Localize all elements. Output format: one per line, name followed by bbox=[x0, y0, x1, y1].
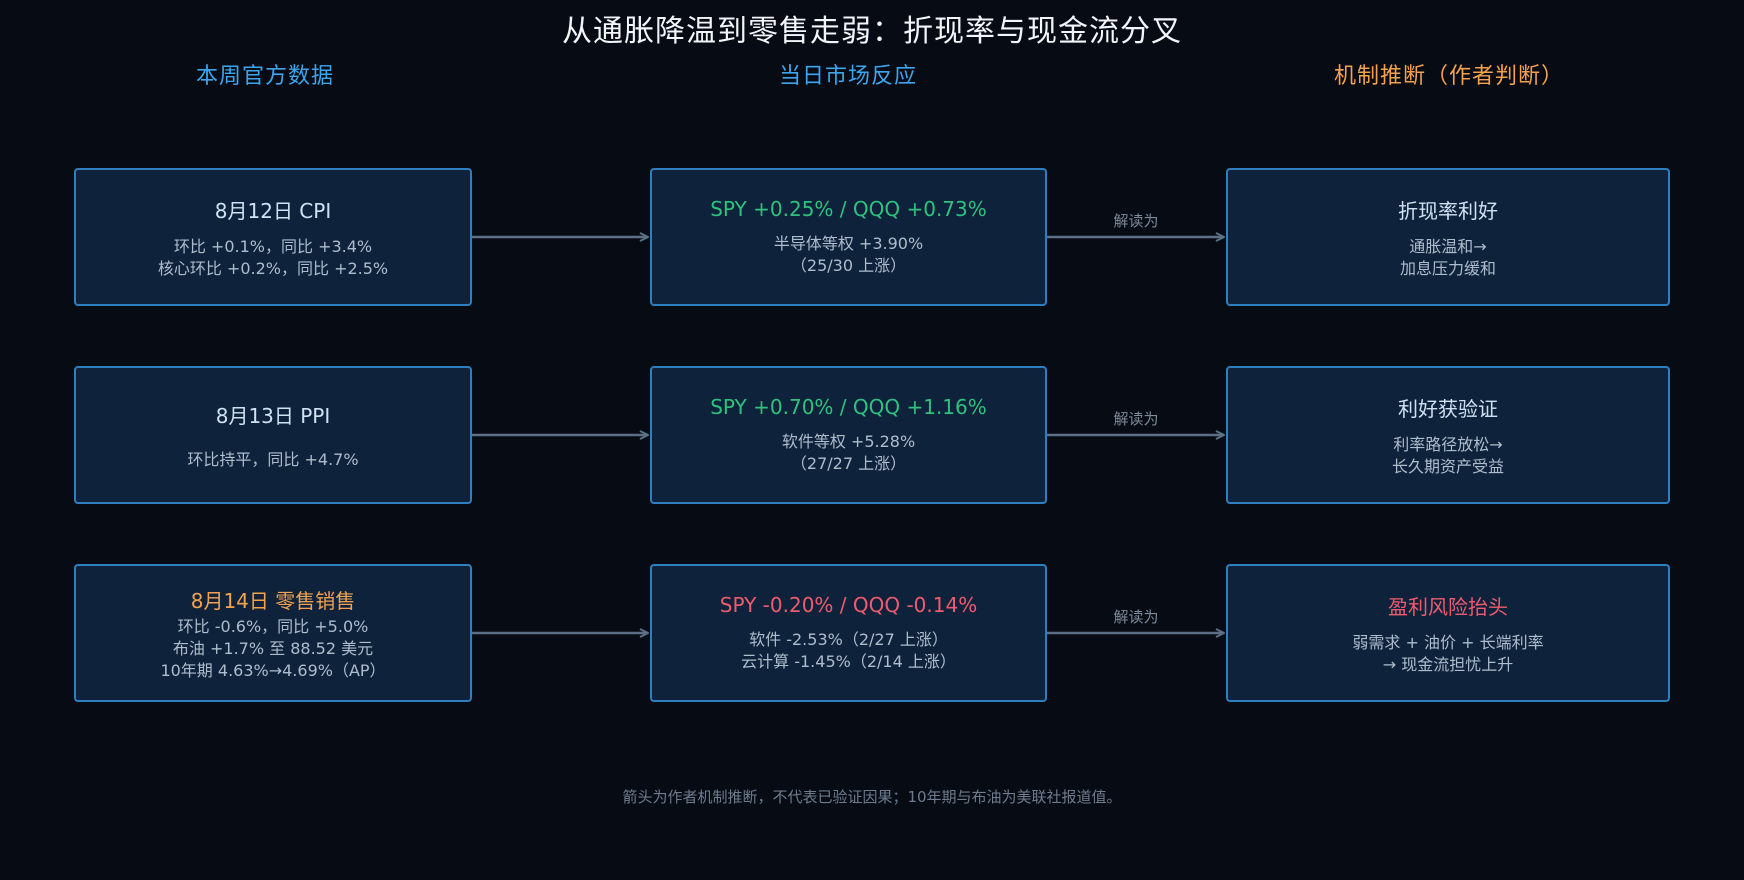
arrow-label: 解读为 bbox=[1113, 608, 1159, 626]
mechanism-box-title: 折现率利好 bbox=[1398, 198, 1498, 223]
market-box-line: （25/30 上涨） bbox=[790, 256, 907, 275]
mechanism-box-title: 盈利风险抬头 bbox=[1388, 594, 1508, 619]
mechanism-box-line: 通胀温和→ bbox=[1409, 236, 1487, 256]
data-box-line: 布油 +1.7% 至 88.52 美元 bbox=[172, 638, 374, 658]
mechanism-box-line: 长久期资产受益 bbox=[1391, 456, 1504, 476]
market-box-line: 云计算 -1.45%（2/14 上涨） bbox=[741, 652, 956, 671]
mechanism-box-line: 弱需求 + 油价 + 长端利率 bbox=[1352, 632, 1544, 652]
column-header-official-data: 本周官方数据 bbox=[195, 64, 334, 89]
mechanism-box-retail-sales: 盈利风险抬头 弱需求 + 油价 + 长端利率 → 现金流担忧上升 bbox=[1226, 564, 1670, 702]
data-box-ppi: 8月13日 PPI 环比持平，同比 +4.7% bbox=[74, 366, 472, 504]
diagram-title: 从通胀降温到零售走弱：折现率与现金流分叉 bbox=[562, 14, 1182, 49]
column-header-market-reaction: 当日市场反应 bbox=[778, 64, 917, 89]
market-box-line: 软件 -2.53%（2/27 上涨） bbox=[749, 630, 948, 649]
mechanism-box-line: → 现金流担忧上升 bbox=[1382, 654, 1514, 674]
mechanism-box-line: 利率路径放松→ bbox=[1393, 434, 1503, 454]
market-box-title: SPY +0.25% / QQQ +0.73% bbox=[710, 197, 987, 221]
data-box-cpi: 8月12日 CPI 环比 +0.1%，同比 +3.4% 核心环比 +0.2%，同… bbox=[74, 168, 472, 306]
arrow-label: 解读为 bbox=[1113, 410, 1159, 428]
data-box-line: 环比 -0.6%，同比 +5.0% bbox=[177, 616, 369, 636]
market-box-title: SPY -0.20% / QQQ -0.14% bbox=[719, 593, 978, 617]
data-box-title: 8月12日 CPI bbox=[214, 198, 332, 223]
data-box-line: 10年期 4.63%→4.69%（AP） bbox=[160, 660, 386, 680]
market-box-line: 软件等权 +5.28% bbox=[781, 432, 916, 451]
mechanism-box-ppi: 利好获验证 利率路径放松→ 长久期资产受益 bbox=[1226, 366, 1670, 504]
market-box-line: （27/27 上涨） bbox=[790, 454, 907, 473]
market-box-line: 半导体等权 +3.90% bbox=[773, 234, 924, 253]
data-box-line: 环比 +0.1%，同比 +3.4% bbox=[173, 236, 373, 256]
data-box-title: 8月14日 零售销售 bbox=[190, 588, 356, 613]
footnote: 箭头为作者机制推断，不代表已验证因果；10年期与布油为美联社报道值。 bbox=[622, 788, 1122, 806]
market-box-ppi: SPY +0.70% / QQQ +1.16% 软件等权 +5.28% （27/… bbox=[650, 366, 1047, 504]
mechanism-box-line: 加息压力缓和 bbox=[1399, 258, 1496, 278]
mechanism-box-title: 利好获验证 bbox=[1398, 396, 1498, 421]
column-header-mechanism: 机制推断（作者判断） bbox=[1333, 64, 1564, 89]
market-box-title: SPY +0.70% / QQQ +1.16% bbox=[710, 395, 987, 419]
market-box-retail-sales: SPY -0.20% / QQQ -0.14% 软件 -2.53%（2/27 上… bbox=[650, 564, 1047, 702]
data-box-retail-sales: 8月14日 零售销售 环比 -0.6%，同比 +5.0% 布油 +1.7% 至 … bbox=[74, 564, 472, 702]
market-box-cpi: SPY +0.25% / QQQ +0.73% 半导体等权 +3.90% （25… bbox=[650, 168, 1047, 306]
data-box-line: 环比持平，同比 +4.7% bbox=[187, 449, 359, 469]
data-box-line: 核心环比 +0.2%，同比 +2.5% bbox=[157, 258, 389, 278]
data-box-title: 8月13日 PPI bbox=[215, 403, 331, 428]
arrow-label: 解读为 bbox=[1113, 212, 1159, 230]
mechanism-box-cpi: 折现率利好 通胀温和→ 加息压力缓和 bbox=[1226, 168, 1670, 306]
